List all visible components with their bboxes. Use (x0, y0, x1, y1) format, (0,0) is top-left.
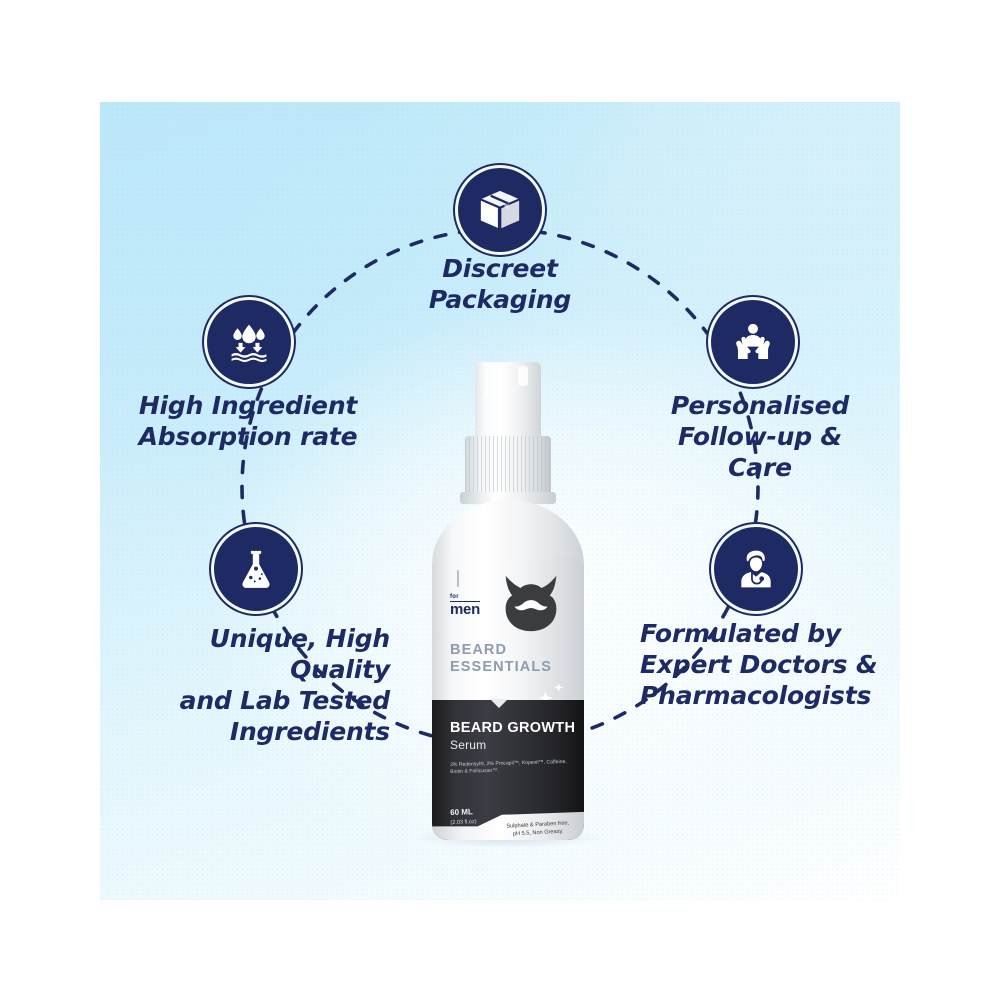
brand-logo-for-men: for men (450, 594, 480, 617)
water-droplets-absorption-icon (227, 320, 271, 364)
feature-caption-discreet-packaging: Discreet Packaging (400, 253, 600, 315)
badge-high-absorption[interactable] (207, 300, 291, 384)
bottle-brand-line: BEARD ESSENTIALS (450, 642, 553, 675)
beard-mustache-icon (498, 572, 564, 639)
label-notch (490, 699, 508, 708)
bottle-body: for men BEARD ESSENTIALS (432, 558, 584, 840)
caption-text: Formulated by Expert Doctors & Pharmacol… (640, 619, 878, 710)
doctor-icon (734, 547, 778, 591)
logo-tick-mark (457, 570, 459, 587)
product-bottle-image: for men BEARD ESSENTIALS (424, 362, 592, 840)
badge-discreet-packaging[interactable] (458, 168, 542, 252)
box-icon (477, 187, 523, 233)
caption-text: Unique, High Quality and Lab Tested Ingr… (179, 624, 391, 746)
feature-caption-lab-tested: Unique, High Quality and Lab Tested Ingr… (150, 623, 391, 747)
bottle-cap (475, 362, 541, 438)
bottle-collar (465, 436, 551, 500)
caption-text: Personalised Follow-up & Care (670, 391, 850, 482)
product-title: BEARD GROWTH (450, 720, 576, 736)
badge-formulated-by-doctors[interactable] (714, 527, 798, 611)
caption-text: High Ingredient Absorption rate (138, 391, 358, 451)
product-ingredients: 3% Redensyl®, 2% Procapil™, Kopexil™, Ca… (450, 758, 567, 775)
hands-holding-person-icon (731, 320, 775, 364)
logo-men-text: men (450, 601, 480, 618)
product-subtitle: Serum (450, 738, 487, 752)
flask-icon (236, 547, 276, 591)
feature-caption-formulated-by-doctors: Formulated by Expert Doctors & Pharmacol… (640, 618, 880, 711)
volume-value: 60 ML (450, 807, 473, 817)
badge-personalised-care[interactable] (711, 300, 795, 384)
feature-caption-personalised-care: Personalised Follow-up & Care (650, 390, 870, 483)
badge-lab-tested[interactable] (214, 527, 298, 611)
feature-caption-high-absorption: High Ingredient Absorption rate (133, 390, 363, 452)
product-volume: 60 ML (2.03 fl.oz) (450, 807, 477, 828)
caption-text: Discreet Packaging (428, 254, 572, 314)
logo-for-text: for (450, 594, 459, 600)
